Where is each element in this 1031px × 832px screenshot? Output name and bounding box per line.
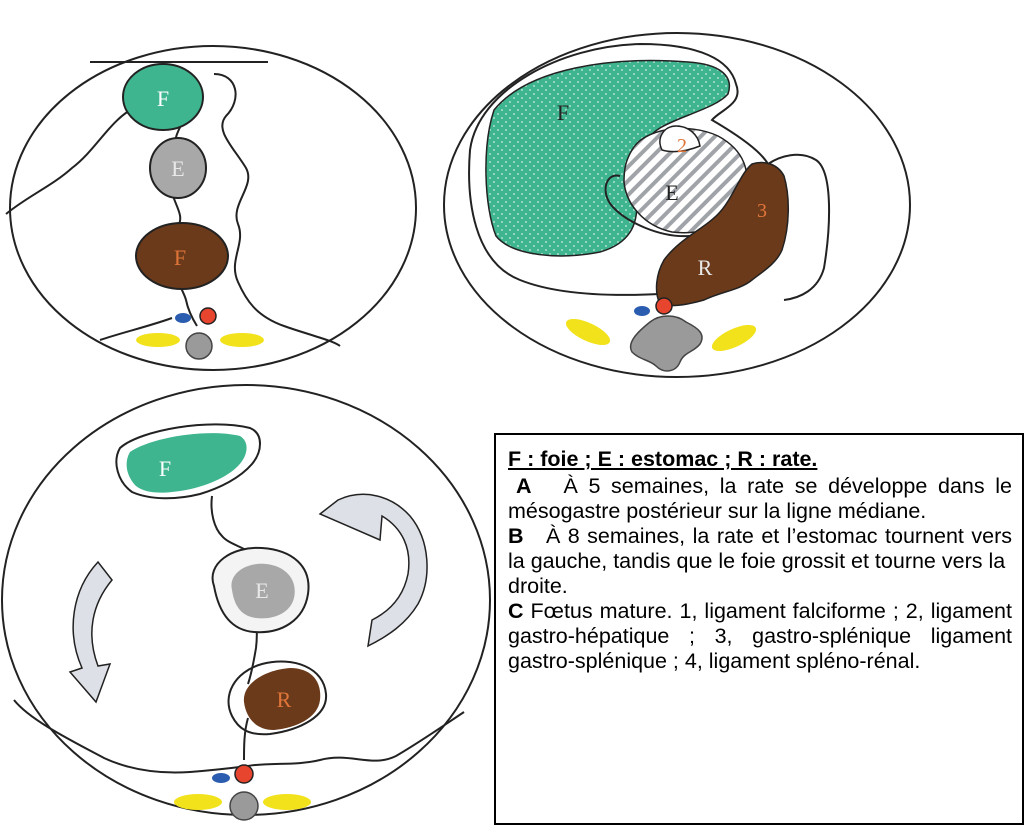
panel-b: F 2 E 3 R — [444, 33, 910, 377]
panel-c-liver-label: F — [159, 456, 171, 481]
legend-item-b-text: À 8 semaines, la rate et l’estomac tourn… — [508, 524, 1012, 573]
panel-c-spleen-label: R — [277, 687, 292, 712]
panel-b-stomach-label: E — [665, 180, 678, 205]
legend-box: F : foie ; E : estomac ; R : rate. A À 5… — [494, 433, 1024, 825]
panel-c-vein — [212, 773, 230, 783]
panel-c-left-kidney — [174, 794, 222, 810]
panel-a-vertebra — [186, 333, 212, 359]
legend-item-c-text: Fœtus mature. 1, ligament falciforme ; 2… — [508, 599, 1012, 673]
legend-item-a-key: A — [516, 474, 532, 498]
panel-a-right-kidney — [220, 333, 264, 347]
panel-c-right-arrow — [320, 494, 427, 646]
legend-item-c-key: C — [508, 599, 524, 623]
panel-c-left-arrow — [70, 562, 112, 702]
panel-b-aorta — [656, 298, 672, 314]
panel-a-stomach-label: E — [171, 156, 184, 181]
panel-b-right-kidney — [708, 320, 759, 357]
panel-a-aorta — [200, 308, 216, 324]
panel-a-right-wavy-line — [214, 74, 340, 346]
panel-b-vertebra — [631, 316, 702, 371]
panel-b-label-2: 2 — [677, 135, 687, 157]
legend-item-b: B À 8 semaines, la rate et l’estomac tou… — [508, 524, 1012, 574]
panel-c-liver — [127, 433, 247, 492]
legend-item-c: C Fœtus mature. 1, ligament falciforme ;… — [508, 599, 1012, 674]
legend-item-a-text: À 5 semaines, la rate se développe dans … — [508, 474, 1012, 523]
legend-item-b-continued-text: droite. — [508, 574, 568, 598]
panel-c-posterior-wall — [14, 700, 464, 772]
legend-title: F : foie ; E : estomac ; R : rate. — [508, 447, 1012, 472]
panel-c-vertebra — [230, 792, 258, 820]
legend-item-b-continued: droite. — [508, 574, 1012, 599]
panel-b-left-kidney — [562, 314, 613, 351]
panel-c-stomach-label: E — [255, 578, 268, 603]
panel-a-liver-label: F — [157, 86, 169, 111]
panel-a-spleen-label: F — [174, 245, 186, 270]
panel-c-aorta — [235, 765, 253, 783]
panel-c: F E R — [2, 385, 490, 820]
panel-b-spleen-label: R — [698, 255, 713, 280]
legend-item-a: A À 5 semaines, la rate se développe dan… — [508, 474, 1012, 524]
panel-b-liver-label: F — [557, 100, 569, 125]
panel-b-label-3: 3 — [757, 200, 767, 222]
panel-a-left-wavy-line — [6, 108, 172, 340]
panel-b-vein — [634, 306, 650, 316]
panel-c-right-kidney — [263, 794, 311, 810]
panel-a-vein — [175, 313, 191, 323]
panel-a-left-kidney — [136, 333, 180, 347]
legend-item-b-key: B — [508, 524, 524, 548]
panel-a: F E F — [6, 46, 416, 370]
